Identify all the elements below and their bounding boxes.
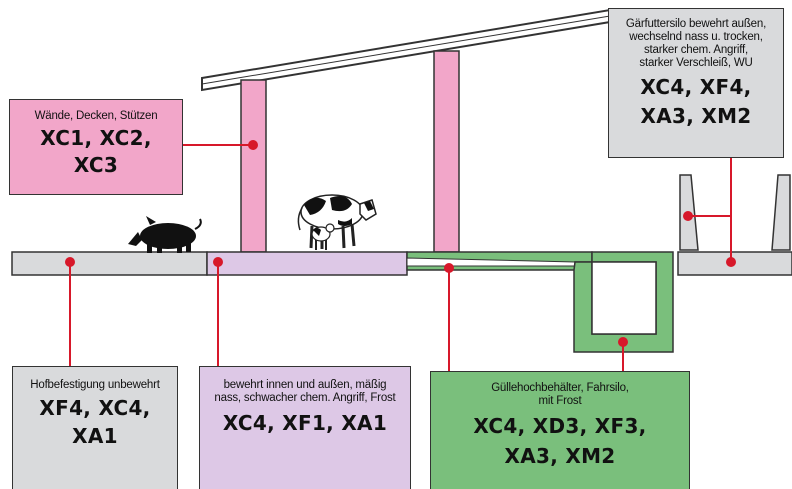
callout-liquid-manure: Güllehochbehälter, Fahrsilo, mit Frost X…: [430, 371, 690, 489]
callout-silo-classes-1: XC4, XF4,: [640, 75, 752, 99]
leader-dots: [65, 140, 736, 347]
callout-silo-classes-2: XA3, XM2: [640, 104, 752, 128]
tank-interior: [591, 261, 657, 335]
callout-interior: bewehrt innen und außen, mäßig nass, sch…: [199, 366, 411, 489]
callout-yard: Hofbefestigung unbewehrt XF4, XC4, XA1: [12, 366, 178, 489]
callout-liquid-classes-1: XC4, XD3, XF3,: [473, 414, 647, 438]
callout-silo: Gärfuttersilo bewehrt außen, wechselnd n…: [608, 8, 784, 158]
cow-icon: [297, 194, 377, 249]
dot-silo-wall: [683, 211, 693, 221]
dot-walls: [248, 140, 258, 150]
roof-edge: [201, 15, 611, 85]
callout-yard-classes-1: XF4, XC4,: [39, 396, 151, 420]
callout-silo-description-1: Gärfuttersilo bewehrt außen,: [625, 18, 767, 30]
callout-liquid-description-1: Güllehochbehälter, Fahrsilo,: [491, 382, 629, 394]
callout-walls-classes-1: XC1, XC2,: [40, 126, 152, 150]
dot-yard: [65, 257, 75, 267]
callout-yard-description: Hofbefestigung unbewehrt: [30, 379, 160, 391]
callout-silo-description-3: starker chem. Angriff,: [643, 44, 749, 56]
callout-liquid-description-2: mit Frost: [538, 395, 582, 407]
silo-wall-right: [771, 174, 791, 251]
callout-liquid-classes-2: XA3, XM2: [504, 444, 616, 468]
calf-icon: [311, 223, 335, 250]
callout-interior-description-1: bewehrt innen und außen, mäßig: [223, 379, 387, 391]
column-right: [433, 50, 460, 253]
dot-silo-slab: [726, 257, 736, 267]
callout-yard-classes-2: XA1: [72, 424, 118, 448]
leader-lines: [69, 144, 732, 371]
callout-walls-classes-2: XC3: [73, 153, 119, 177]
column-left: [240, 79, 267, 253]
dot-tank: [618, 337, 628, 347]
callout-silo-description-2: wechselnd nass u. trocken,: [629, 31, 763, 43]
dot-liquid: [444, 263, 454, 273]
yard-slab: [11, 251, 208, 276]
callout-interior-description-2: nass, schwacher chem. Angriff, Frost: [214, 392, 396, 404]
pig-icon: [128, 216, 202, 253]
callout-walls-description: Wände, Decken, Stützen: [34, 110, 158, 122]
callout-interior-classes-1: XC4, XF1, XA1: [222, 411, 388, 435]
callout-walls: Wände, Decken, Stützen XC1, XC2, XC3: [9, 99, 183, 195]
callout-silo-description-4: starker Verschleiß, WU: [639, 57, 753, 69]
dot-interior: [213, 257, 223, 267]
interior-slab: [206, 251, 408, 276]
